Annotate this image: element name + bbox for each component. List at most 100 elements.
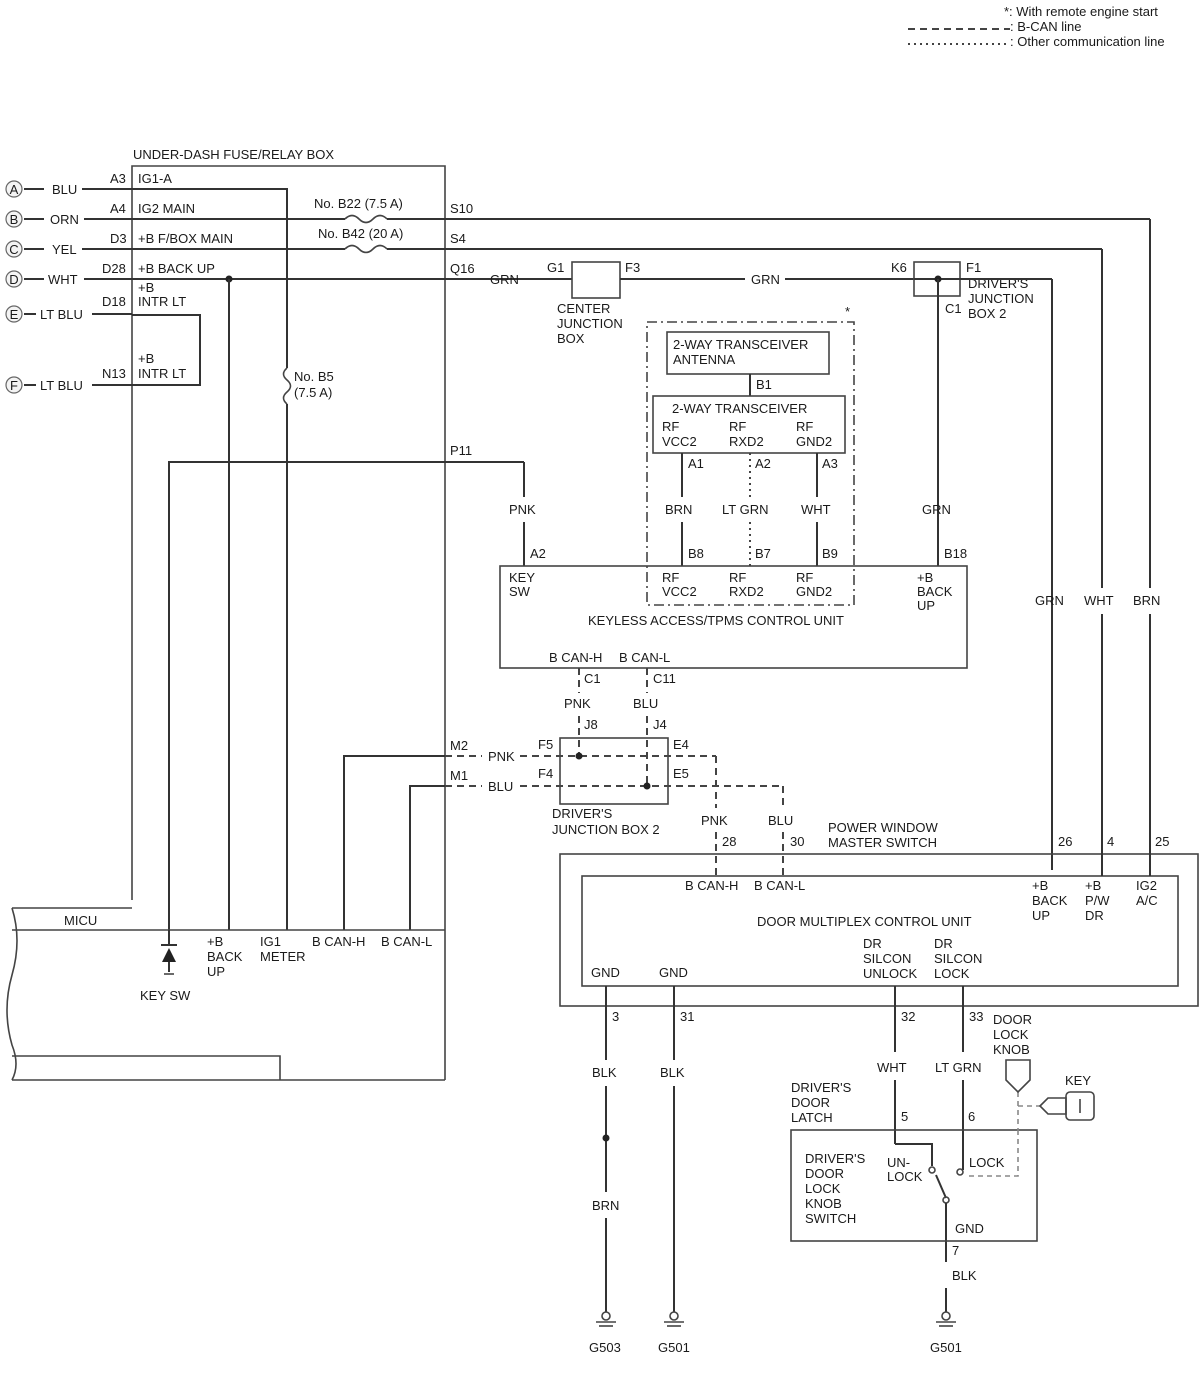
pwms-pin-28: 28 <box>722 834 736 849</box>
transceiver-rf1: RF <box>662 419 679 434</box>
ground-g501b-label: G501 <box>930 1340 962 1355</box>
ground-g501a-icon <box>664 1311 684 1327</box>
latch-pin-7: 7 <box>952 1243 959 1258</box>
dmcu-box <box>581 875 1179 987</box>
keyless-a2: A2 <box>530 546 546 561</box>
micu-bbackup-1: +B <box>207 934 223 949</box>
djb2-c1: C1 <box>945 301 962 316</box>
transceiver-title: 2-WAY TRANSCEIVER <box>672 401 807 416</box>
wire-pnk-keysw: PNK <box>509 502 536 517</box>
key-head-icon <box>1065 1091 1095 1121</box>
antenna-label-2: ANTENNA <box>673 352 735 367</box>
wire-brn-rf: BRN <box>665 502 692 517</box>
connector-f <box>5 376 23 394</box>
transceiver-star: * <box>845 304 850 319</box>
drivers-junction-box-2-top: K6 F1 C1 DRIVER'S JUNCTION BOX 2 <box>891 260 1053 870</box>
latch-switch-3: LOCK <box>805 1181 841 1196</box>
wire-e-color: LT BLU <box>40 307 83 322</box>
micu-keysw: KEY SW <box>140 988 191 1003</box>
latch-pin-6: 6 <box>968 1109 975 1124</box>
pwms-pin-33: 33 <box>969 1009 983 1024</box>
ground-g501b-icon <box>936 1311 956 1327</box>
knob-label-1: DOOR <box>993 1012 1032 1027</box>
wire-wht-rf: WHT <box>801 502 831 517</box>
dmcu-ig2ac-1: IG2 <box>1136 878 1157 893</box>
pin-a3: A3 <box>110 171 126 186</box>
dmcu-unlock-3: UNLOCK <box>863 966 918 981</box>
connector-a <box>5 180 23 198</box>
pwms-pin-4: 4 <box>1107 834 1114 849</box>
latch-switch-1: DRIVER'S <box>805 1151 866 1166</box>
dmcu-bpwdr-2: P/W <box>1085 893 1110 908</box>
connector-c-letter: C <box>9 242 18 257</box>
center-jb-name-2: JUNCTION <box>557 316 623 331</box>
fuse-b22 <box>344 214 388 224</box>
keyless-b9: B9 <box>822 546 838 561</box>
transceiver-a3: A3 <box>822 456 838 471</box>
connector-d-letter: D <box>9 272 18 287</box>
dmcu-lock-2: SILCON <box>934 951 982 966</box>
dmcu-bpwdr-1: +B <box>1085 878 1101 893</box>
wire-grn-backup: GRN <box>922 502 951 517</box>
dmcu-gnd-1: GND <box>591 965 620 980</box>
ground-g501a-label: G501 <box>658 1340 690 1355</box>
micu-bcanl: B CAN-L <box>381 934 432 949</box>
dmcu-bbackup-2: BACK <box>1032 893 1068 908</box>
wire-blk-7: BLK <box>952 1268 977 1283</box>
pwms-title-1: POWER WINDOW <box>828 820 938 835</box>
djb2-e5: E5 <box>673 766 689 781</box>
drivers-door-latch: DRIVER'S DOOR LATCH 5 6 7 DRIVER'S DOOR … <box>790 1080 1040 1258</box>
transceiver-b1: B1 <box>756 377 772 392</box>
wire-b-color: ORN <box>50 212 79 227</box>
connector-d <box>5 270 23 288</box>
out-s4: S4 <box>450 231 466 246</box>
out-s10: S10 <box>450 201 473 216</box>
wire-a-color: BLU <box>52 182 77 197</box>
term-intr2a: +B <box>138 351 154 366</box>
latch-name-3: LATCH <box>791 1110 833 1125</box>
key-blade-icon <box>1038 1097 1067 1115</box>
djb2-f4: F4 <box>538 766 553 781</box>
two-way-transceiver: * 2-WAY TRANSCEIVER ANTENNA B1 2-WAY TRA… <box>646 304 855 606</box>
pwms-pin-25: 25 <box>1155 834 1169 849</box>
power-window-master-switch: POWER WINDOW MASTER SWITCH 28 30 26 4 25… <box>559 219 1199 1007</box>
djb2-f5: F5 <box>538 737 553 752</box>
key-label: KEY <box>1065 1073 1091 1088</box>
lock-contact <box>956 1168 964 1176</box>
keyless-rfvcc2-1: RF <box>662 570 679 585</box>
wire-blk-3: BLK <box>592 1065 617 1080</box>
term-ig2main: IG2 MAIN <box>138 201 195 216</box>
antenna-label-1: 2-WAY TRANSCEIVER <box>673 337 808 352</box>
term-bbackup: +B BACK UP <box>138 261 215 276</box>
drivers-junction-box-2-can: J8 J4 F5 F4 E4 E5 PNK BLU DRIVER'S JUNCT… <box>445 717 793 876</box>
keysw-diode-icon <box>162 948 176 962</box>
djb2-bot-name-1: DRIVER'S <box>552 806 613 821</box>
micu-ig1-1: IG1 <box>260 934 281 949</box>
wire-blk-31: BLK <box>660 1065 685 1080</box>
connector-f-letter: F <box>10 378 18 393</box>
connector-e <box>5 305 23 323</box>
pwms-pin-31: 31 <box>680 1009 694 1024</box>
fusebox-outline <box>131 165 446 1080</box>
djb2-f1: F1 <box>966 260 981 275</box>
micu-title: MICU <box>64 913 97 928</box>
keyless-rfgnd2-1: RF <box>796 570 813 585</box>
fuse-b42 <box>344 244 388 254</box>
keyless-keysw-1: KEY <box>509 570 535 585</box>
keyless-c11: C11 <box>653 671 676 686</box>
center-jb-name-1: CENTER <box>557 301 610 316</box>
fuse-b5-label1: No. B5 <box>294 369 334 384</box>
latch-switch-2: DOOR <box>805 1166 844 1181</box>
fuse-b5 <box>282 367 292 405</box>
keyless-bcanl: B CAN-L <box>619 650 670 665</box>
wire-pnk-canh: PNK <box>564 696 591 711</box>
out-p11: P11 <box>450 443 472 458</box>
latch-box <box>790 1129 1038 1242</box>
center-jb-f3: F3 <box>625 260 640 275</box>
latch-gnd: GND <box>955 1221 984 1236</box>
wire-brn-pwms: BRN <box>1133 593 1160 608</box>
connector-c <box>5 240 23 258</box>
latch-switch-5: SWITCH <box>805 1211 856 1226</box>
antenna-box <box>666 331 830 375</box>
dmcu-bcanl: B CAN-L <box>754 878 805 893</box>
